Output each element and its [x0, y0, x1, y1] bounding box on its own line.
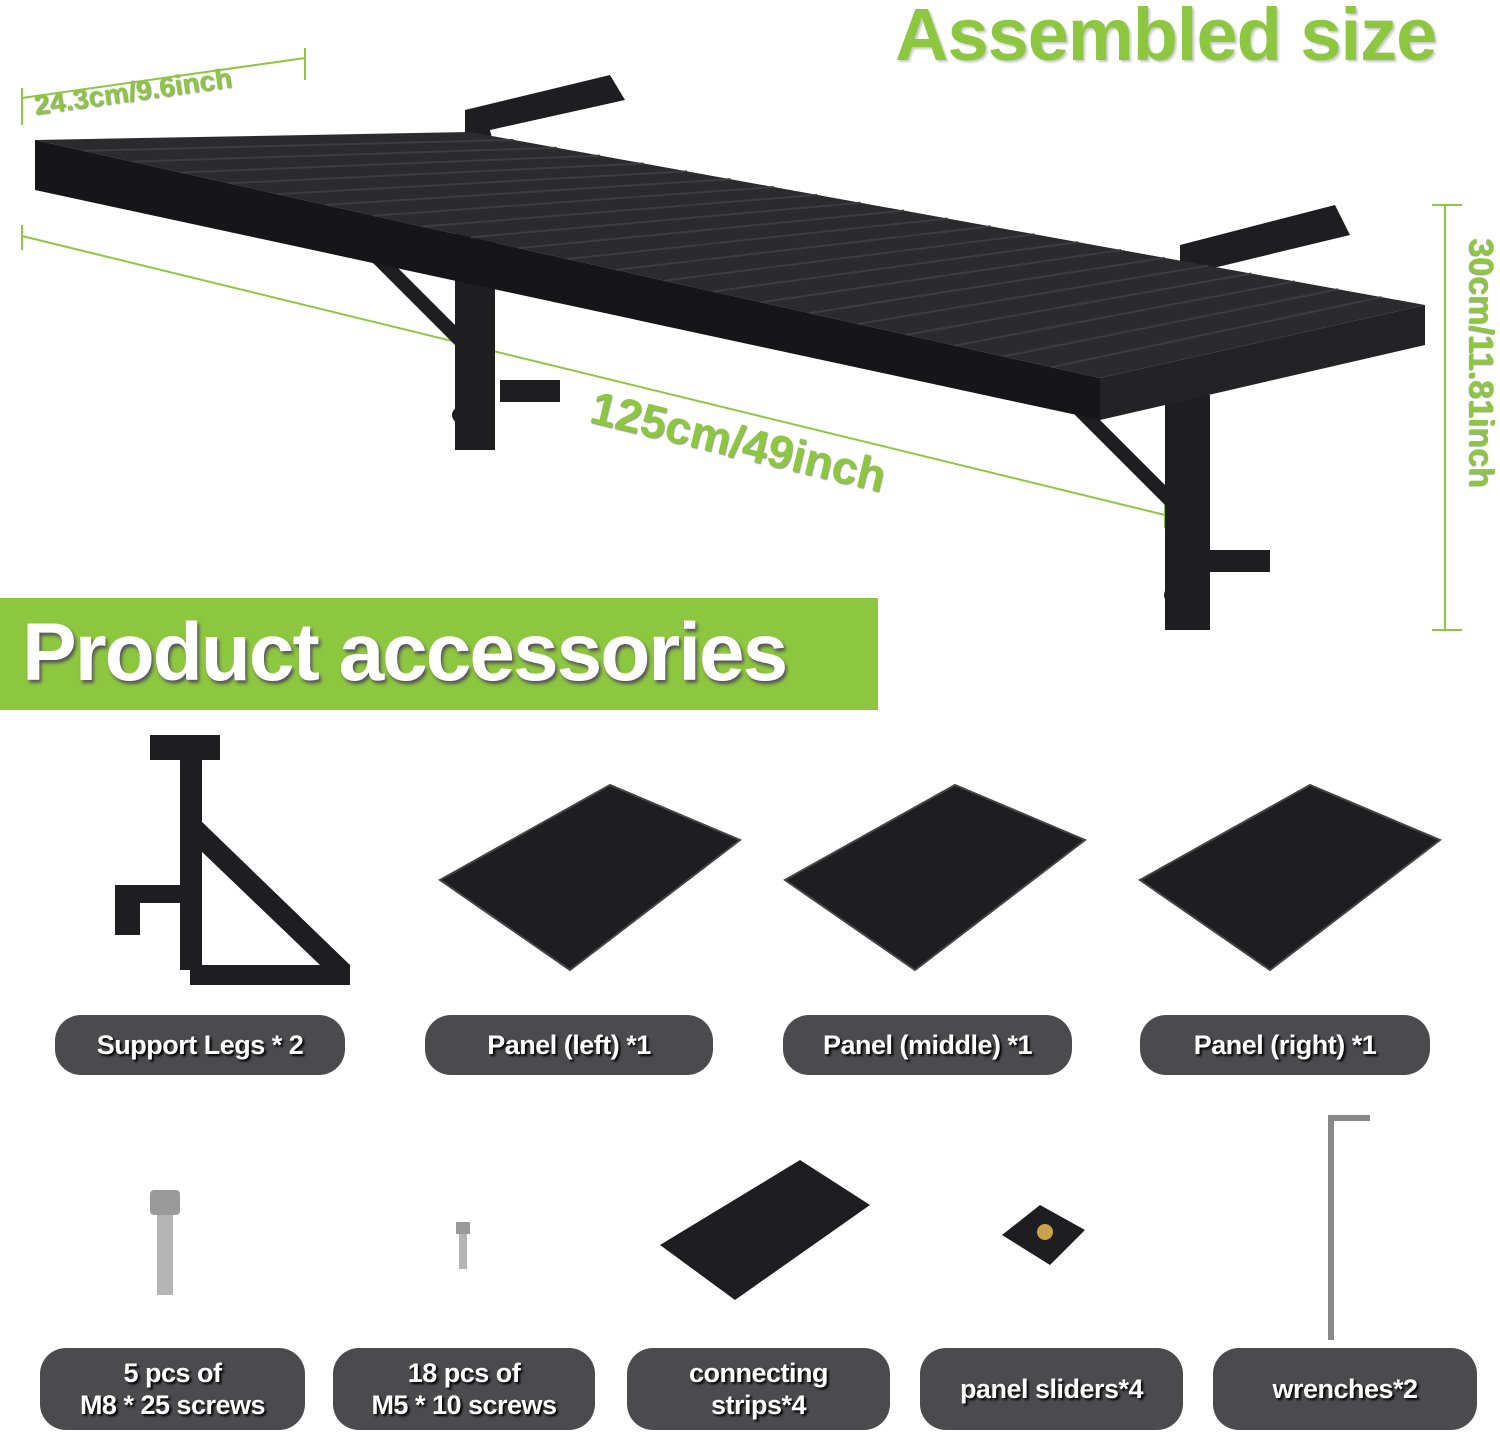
table-slat [1051, 296, 1382, 369]
label-line: 5 pcs of [123, 1357, 222, 1388]
label-panel-left: Panel (left) *1 [425, 1015, 713, 1075]
accessory-hardware-images [150, 1115, 1370, 1340]
product-accessories-banner: Product accessories [0, 598, 878, 710]
label-panel-sliders: panel sliders*4 [920, 1348, 1183, 1430]
label-line: M8 * 25 screws [79, 1390, 266, 1420]
table-slat [180, 154, 601, 174]
table-slat [373, 186, 774, 217]
table-slat [954, 280, 1295, 347]
label-m5-screws: 18 pcs of M5 * 10 screws [333, 1348, 595, 1430]
label-wrenches: wrenches*2 [1213, 1348, 1477, 1430]
table-slat [276, 170, 688, 196]
table-top [35, 132, 1425, 420]
table-slat [712, 241, 1078, 293]
table-slat [906, 272, 1252, 336]
table-slat [760, 248, 1122, 304]
table-slat [131, 146, 557, 163]
section-title: Product accessories [22, 607, 788, 698]
table-slat [809, 256, 1165, 315]
table-slat [325, 178, 731, 206]
label-line: strips*4 [710, 1390, 807, 1420]
table-slat [83, 138, 514, 152]
label-panel-right: Panel (right) *1 [1140, 1015, 1430, 1075]
table-slat [615, 225, 992, 271]
label-panel-middle: Panel (middle) *1 [783, 1015, 1072, 1075]
table-slat [422, 193, 818, 228]
label-connecting-strips: connecting strips*4 [627, 1348, 890, 1430]
table-slat [857, 264, 1209, 325]
table-slat [567, 217, 948, 260]
table-slat [228, 162, 644, 185]
label-support-legs: Support Legs * 2 [55, 1015, 345, 1075]
table-slat [518, 209, 905, 250]
table-slat [1002, 288, 1339, 358]
assembled-size-title: Assembled size [895, 0, 1437, 76]
label-line: connecting [688, 1357, 829, 1388]
label-line: M5 * 10 screws [371, 1390, 557, 1420]
table-slat [664, 233, 1035, 282]
label-m8-screws: 5 pcs of M8 * 25 screws [40, 1348, 305, 1430]
height-dimension-label: 30cm/11.81inch [1462, 238, 1500, 488]
panel-images [438, 783, 1442, 972]
table-slat [470, 201, 861, 239]
label-line: 18 pcs of [407, 1357, 521, 1388]
support-leg-image [115, 735, 350, 985]
